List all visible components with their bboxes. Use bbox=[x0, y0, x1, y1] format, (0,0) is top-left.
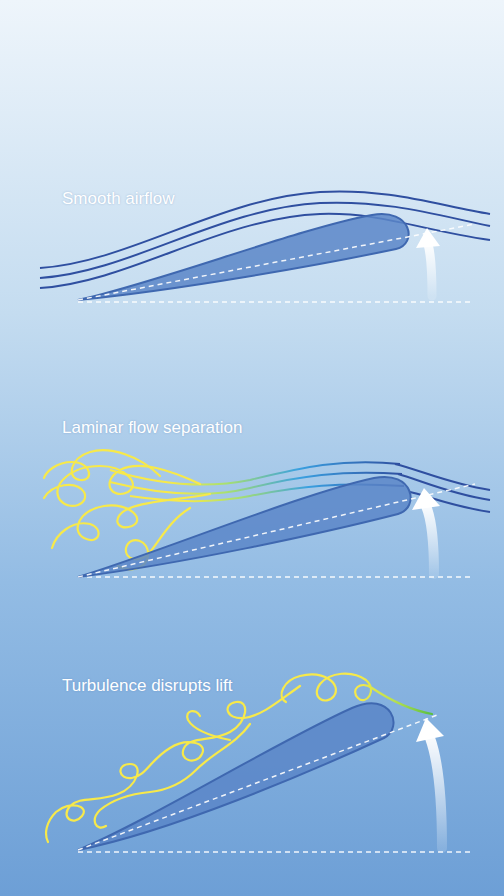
smooth-panel bbox=[40, 191, 490, 302]
panel-heading: Laminar flow separation bbox=[62, 418, 242, 438]
turbulence-panel bbox=[46, 674, 470, 852]
panel-heading: Smooth airflow bbox=[62, 189, 174, 209]
panel-heading: Turbulence disrupts lift bbox=[62, 676, 232, 696]
separation-panel bbox=[44, 450, 490, 577]
